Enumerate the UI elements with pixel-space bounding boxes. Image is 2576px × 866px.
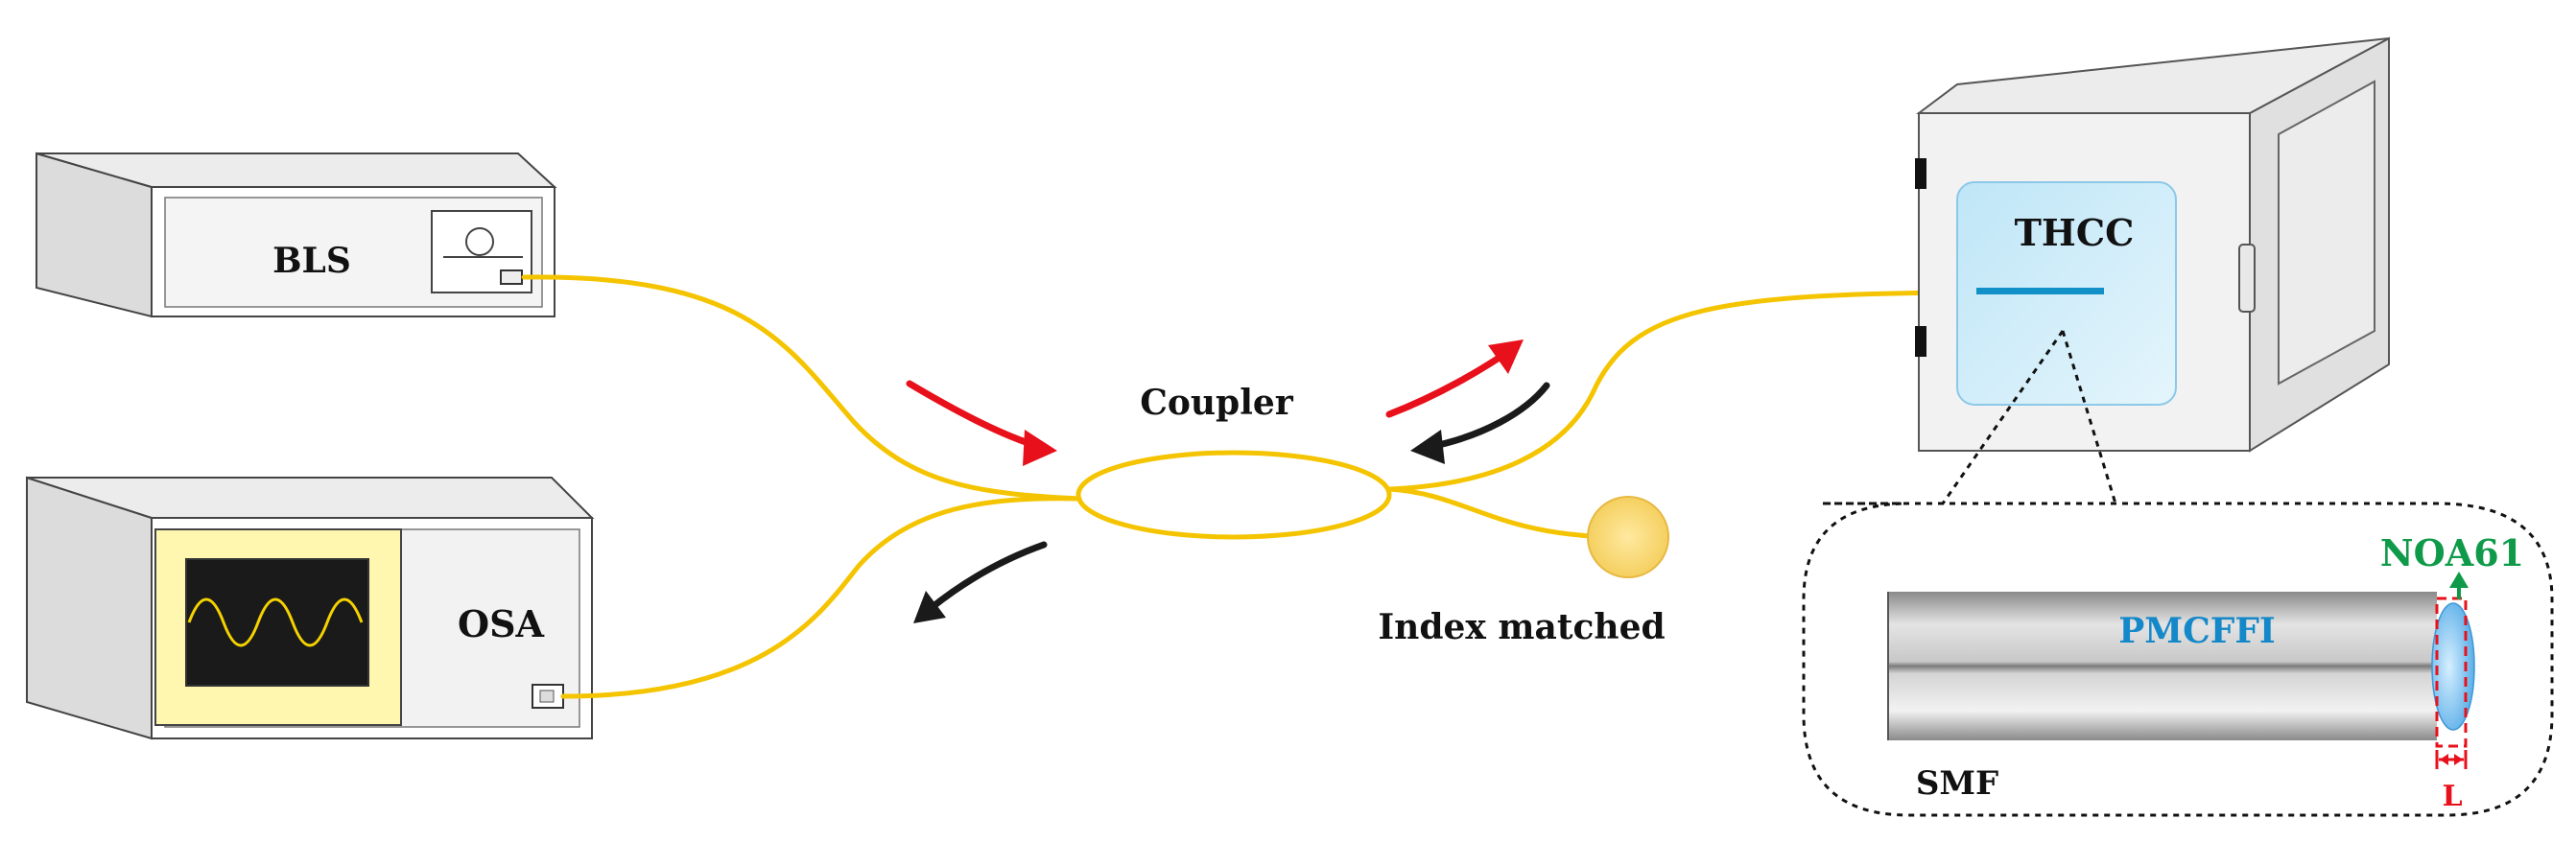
fiber-osa-to-coupler (560, 496, 1082, 699)
return-arrow-out-icon (913, 541, 1048, 623)
fiber-paths (521, 274, 1998, 699)
bls-instrument (35, 152, 557, 318)
osa-instrument (26, 476, 595, 740)
coupler-label: Coupler (1140, 383, 1294, 423)
zoom-callout (1802, 330, 2554, 817)
noa61-lens (2431, 602, 2475, 731)
thcc-label: THCC (2015, 211, 2135, 254)
index-matched-label: Index matched (1378, 607, 1665, 647)
smf-label: SMF (1916, 764, 1998, 803)
probe-fiber (1976, 288, 2104, 294)
index-matched-end (1587, 496, 1669, 578)
osa-label: OSA (458, 602, 545, 645)
coupler-ellipse (1075, 450, 1392, 540)
thcc-chamber (1915, 36, 2390, 453)
length-marker-icon (2435, 750, 2468, 769)
direction-arrows (906, 339, 1550, 623)
fiber-bls-to-coupler (521, 274, 1082, 502)
return-arrow-in-icon (1410, 382, 1550, 464)
fiber-coupler-to-index-match (1386, 486, 1624, 540)
pmcffi-label: PMCFFI (2118, 611, 2276, 651)
bls-output-port (500, 269, 523, 285)
forward-arrow-out-icon (1385, 339, 1524, 418)
length-label: L (2442, 780, 2462, 813)
knob-icon (465, 227, 494, 256)
fiber-coupler-to-chamber (1386, 290, 1998, 492)
bls-label: BLS (272, 241, 351, 281)
fiber-closeup (1887, 592, 2475, 748)
forward-arrow-in-icon (906, 380, 1057, 466)
noa61-label: NOA61 (2380, 531, 2524, 574)
noa61-pointer-icon (2449, 572, 2469, 599)
sine-wave-icon (187, 597, 364, 647)
